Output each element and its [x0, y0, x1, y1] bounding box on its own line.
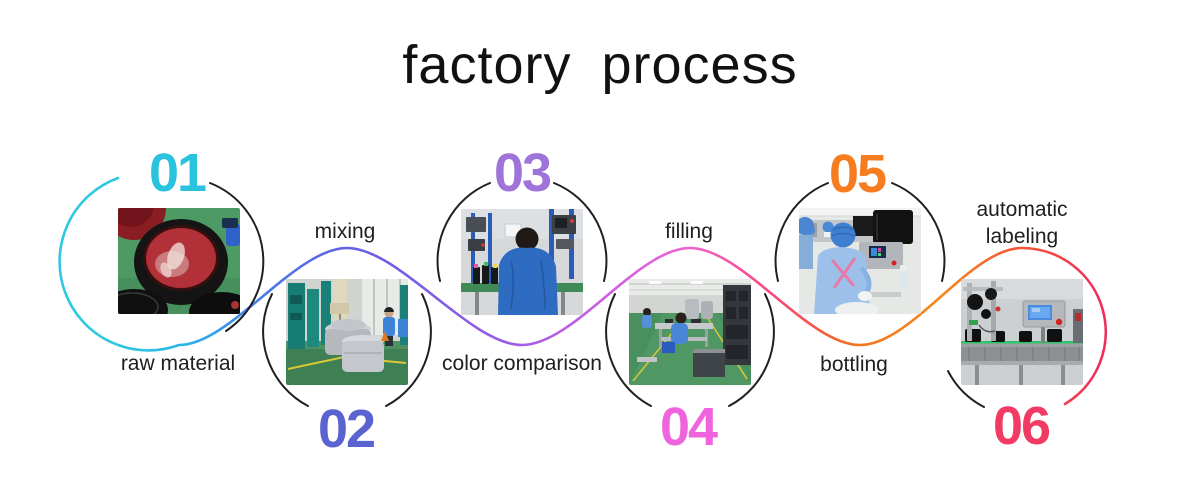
circle2-left-arc: [262, 293, 309, 407]
step3-number: 03: [493, 143, 552, 203]
step4-number: 04: [659, 397, 718, 457]
photo-bottling-station: [799, 208, 921, 314]
photo-mixing-machine: [286, 279, 408, 385]
step2-label: mixing: [314, 220, 376, 243]
circle5-left-arc: [774, 182, 829, 282]
photo-raw-material: [118, 208, 240, 314]
circle3-left-arc: [436, 182, 491, 282]
step3-label: color comparison: [442, 352, 602, 375]
photo-filling-line: [629, 279, 751, 385]
step1-number: 01: [148, 143, 207, 203]
step4-label: filling: [665, 220, 713, 243]
gradient-wave-line: [58, 176, 1107, 406]
step1-label: raw material: [120, 352, 236, 375]
step2-number: 02: [317, 399, 376, 459]
circle6-left-arc: [947, 370, 985, 408]
circle1-right-arc: [209, 182, 265, 332]
circle2-right-arc: [385, 293, 432, 407]
photo-labeling-machine: [961, 279, 1083, 385]
step5-number: 05: [828, 144, 887, 204]
circle4-left-arc: [605, 293, 652, 407]
circle-arcs: [209, 182, 985, 408]
photo-color-comparison: [461, 209, 583, 315]
step6-label: automatic labeling: [976, 198, 1068, 248]
step5-label: bottling: [820, 353, 888, 376]
step6-number: 06: [992, 396, 1051, 456]
circle5-right-arc: [891, 182, 946, 282]
circle3-right-arc: [553, 182, 608, 282]
page-title: factory process: [402, 35, 798, 95]
circle4-right-arc: [728, 293, 775, 407]
